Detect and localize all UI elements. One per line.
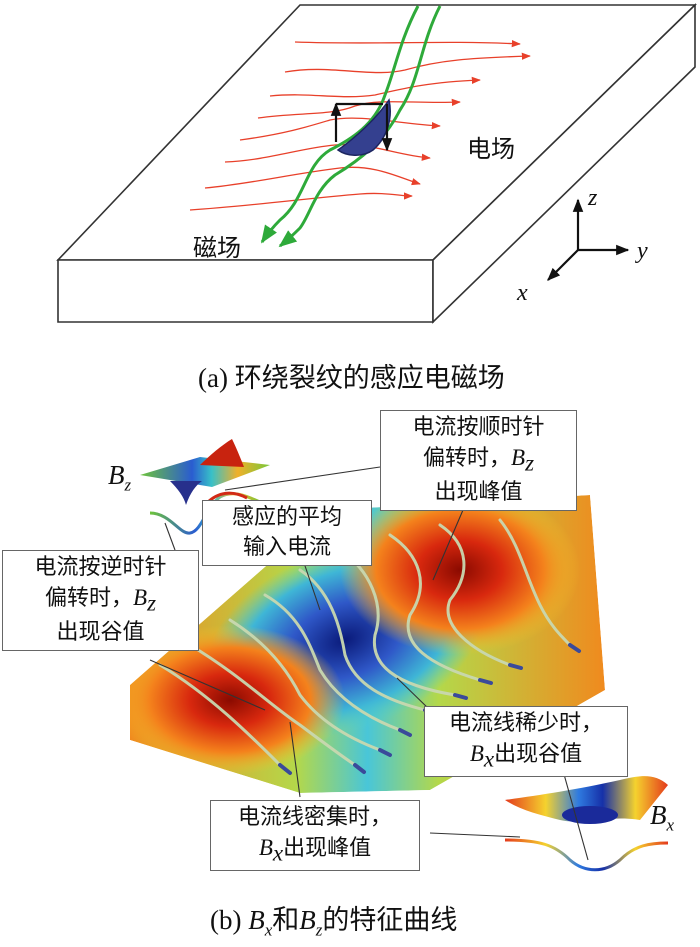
plate-side-face [432, 3, 696, 324]
electric-field-lines [189, 39, 531, 211]
axis-x-label: x [517, 280, 528, 306]
magnetic-field-lines [260, 5, 442, 248]
current-streamlines [158, 518, 572, 767]
caption-b: (b) Bx和Bz的特征曲线 [210, 905, 458, 940]
leader-lines [149, 466, 589, 861]
bx-curve [504, 838, 669, 872]
bx-symbol: Bx [650, 800, 675, 835]
bx-surface-map [505, 776, 668, 824]
callout-dense-current: 电流线密集时， Bx出现峰值 [210, 800, 420, 872]
callout-counterclockwise: 电流按逆时针 偏转时，Bz 出现谷值 [2, 550, 199, 652]
axis-y-label: y [637, 238, 648, 264]
plate-front-face [57, 259, 434, 323]
bz-surface-map [140, 439, 270, 505]
magnetic-field-label: 磁场 [193, 234, 241, 262]
callout-clockwise: 电流按顺时针 偏转时，Bz 出现峰值 [380, 410, 577, 512]
electric-field-label: 电场 [467, 135, 515, 163]
plate-diagram [56, 3, 697, 324]
caption-a: (a) 环绕裂纹的感应电磁场 [198, 363, 505, 393]
bz-symbol: Bz [108, 460, 132, 495]
crack [336, 98, 391, 156]
callout-sparse-current: 电流线稀少时， Bx出现谷值 [424, 706, 628, 778]
callout-average-current: 感应的平均 输入电流 [202, 500, 372, 566]
axis-z-label: z [588, 185, 598, 211]
coordinate-axes [547, 198, 630, 281]
